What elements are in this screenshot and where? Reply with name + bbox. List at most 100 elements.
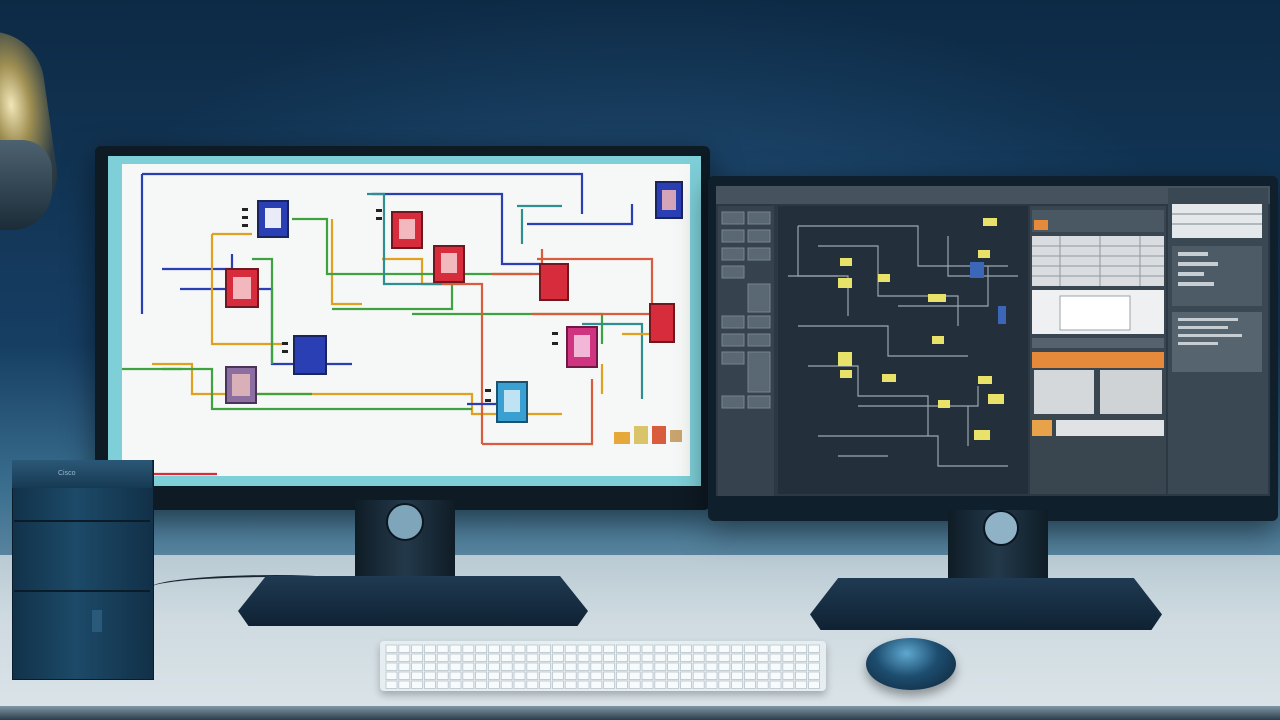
keyboard-key	[718, 671, 731, 680]
keyboard-key	[539, 671, 552, 680]
keyboard-key	[385, 644, 398, 653]
keyboard[interactable]	[380, 641, 826, 691]
keyboard-key	[679, 680, 692, 689]
keyboard-key	[449, 671, 462, 680]
keyboard-key	[705, 653, 718, 662]
dark-schematic	[788, 218, 1018, 467]
keyboard-key	[488, 644, 500, 653]
keyboard-key	[526, 680, 539, 689]
desktop-tower	[12, 460, 154, 680]
keyboard-key	[475, 662, 487, 671]
keyboard-key	[564, 680, 577, 689]
keyboard-key	[411, 671, 424, 680]
keyboard-key	[577, 680, 590, 689]
keyboard-key	[692, 671, 705, 680]
keyboard-key	[411, 662, 424, 671]
keyboard-key	[654, 644, 667, 653]
keyboard-key	[628, 671, 641, 680]
schematic-blocks	[225, 181, 683, 423]
keyboard-key	[551, 680, 564, 689]
tower-panel-line	[14, 590, 150, 592]
keyboard-key	[628, 644, 641, 653]
keyboard-key	[551, 671, 564, 680]
keyboard-key	[500, 653, 513, 662]
keyboard-key	[526, 653, 539, 662]
keyboard-key	[436, 680, 449, 689]
properties-panel[interactable]	[1030, 206, 1166, 494]
keyboard-key	[590, 671, 603, 680]
editor-schematic-area[interactable]	[778, 206, 1028, 494]
right-monitor-base	[810, 578, 1162, 630]
desktop-tower-top: Cisco	[12, 460, 152, 488]
keyboard-key	[411, 653, 424, 662]
keyboard-key	[782, 671, 795, 680]
monitor-cable	[150, 575, 360, 597]
keyboard-key	[500, 671, 513, 680]
keyboard-key	[718, 662, 731, 671]
keyboard-key	[807, 662, 820, 671]
keyboard-key	[628, 662, 641, 671]
keyboard-key	[385, 680, 398, 689]
keyboard-key	[692, 680, 705, 689]
keyboard-key	[731, 644, 744, 653]
keyboard-key	[756, 671, 769, 680]
keyboard-key	[564, 662, 577, 671]
keyboard-key	[603, 653, 616, 662]
keyboard-key	[782, 662, 795, 671]
keyboard-key	[756, 653, 769, 662]
keyboard-key	[795, 653, 808, 662]
keyboard-key	[667, 644, 680, 653]
keyboard-key	[488, 671, 500, 680]
editor-toolbar[interactable]	[716, 186, 1270, 204]
keyboard-key	[769, 644, 782, 653]
keyboard-key	[385, 662, 398, 671]
left-monitor-base	[238, 576, 588, 626]
keyboard-key	[731, 680, 744, 689]
keyboard-key	[398, 680, 411, 689]
keyboard-key	[577, 653, 590, 662]
keyboard-key	[731, 671, 744, 680]
small-components	[614, 426, 682, 444]
keyboard-key	[539, 680, 552, 689]
keyboard-key	[743, 680, 756, 689]
tower-label: Cisco	[58, 470, 76, 477]
keyboard-key	[782, 680, 795, 689]
keyboard-key	[679, 653, 692, 662]
keyboard-key	[449, 653, 462, 662]
side-panel[interactable]	[1168, 188, 1268, 494]
keyboard-key	[641, 662, 654, 671]
keyboard-key	[462, 653, 475, 662]
keyboard-key	[398, 671, 411, 680]
keyboard-key	[615, 671, 628, 680]
keyboard-key	[769, 680, 782, 689]
keyboard-key	[705, 680, 718, 689]
tower-port	[92, 610, 102, 632]
computer-mouse[interactable]	[866, 638, 956, 690]
keyboard-key	[513, 644, 526, 653]
desk-edge	[0, 706, 1280, 720]
keyboard-key	[615, 644, 628, 653]
keyboard-key	[577, 671, 590, 680]
keyboard-key	[743, 653, 756, 662]
keyboard-key	[488, 662, 500, 671]
keyboard-key	[603, 662, 616, 671]
keyboard-key	[603, 680, 616, 689]
keyboard-key	[705, 644, 718, 653]
keyboard-key	[654, 662, 667, 671]
keyboard-key	[756, 680, 769, 689]
schematic-canvas[interactable]	[122, 164, 690, 476]
keyboard-key	[385, 653, 398, 662]
keyboard-key	[692, 653, 705, 662]
keyboard-key	[513, 653, 526, 662]
keyboard-key	[475, 644, 487, 653]
keyboard-key	[424, 653, 436, 662]
keyboard-key	[475, 671, 487, 680]
keyboard-key	[590, 680, 603, 689]
keyboard-key	[782, 644, 795, 653]
tool-palette[interactable]	[718, 206, 774, 496]
keyboard-key	[500, 662, 513, 671]
keyboard-key	[488, 653, 500, 662]
keyboard-key	[718, 653, 731, 662]
tower-panel-line	[14, 520, 150, 522]
keyboard-key	[424, 680, 436, 689]
